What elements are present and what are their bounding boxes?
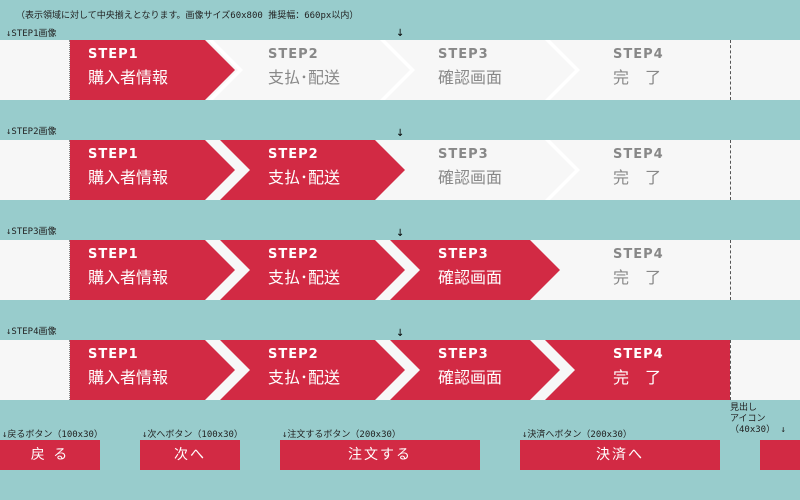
back-button[interactable]: 戻 る — [0, 440, 100, 470]
row-caption-step4: ↓STEP4画像 — [6, 327, 57, 337]
row-caption-step3: ↓STEP3画像 — [6, 227, 57, 237]
center-arrow: ↓ — [396, 128, 405, 139]
row-caption-step1: ↓STEP1画像 — [6, 29, 57, 39]
row-caption-step2: ↓STEP2画像 — [6, 127, 57, 137]
center-arrow: ↓ — [396, 28, 405, 39]
heading-icon-caption: 見出し アイコン （40x30） ↓ — [730, 403, 786, 435]
next-button-caption: ↓次へボタン（100x30） — [142, 430, 243, 440]
order-button-caption: ↓注文するボタン（200x30） — [282, 430, 401, 440]
step-bar-3-shapes — [70, 240, 560, 300]
header-note: （表示領域に対して中央揃えとなります。画像サイズ60x800 推奨幅：660px… — [16, 11, 359, 21]
step-bar-1-shapes — [70, 40, 580, 100]
step-bar-2-shapes — [70, 140, 580, 200]
back-button-caption: ↓戻るボタン（100x30） — [2, 430, 103, 440]
heading-icon — [760, 440, 800, 470]
order-button[interactable]: 注文する — [280, 440, 480, 470]
settle-button-caption: ↓決済へボタン（200x30） — [522, 430, 632, 440]
next-button[interactable]: 次へ — [140, 440, 240, 470]
settle-button[interactable]: 決済へ — [520, 440, 720, 470]
step-bar-4-shapes — [70, 340, 730, 400]
center-arrow: ↓ — [396, 228, 405, 239]
center-arrow: ↓ — [396, 328, 405, 339]
